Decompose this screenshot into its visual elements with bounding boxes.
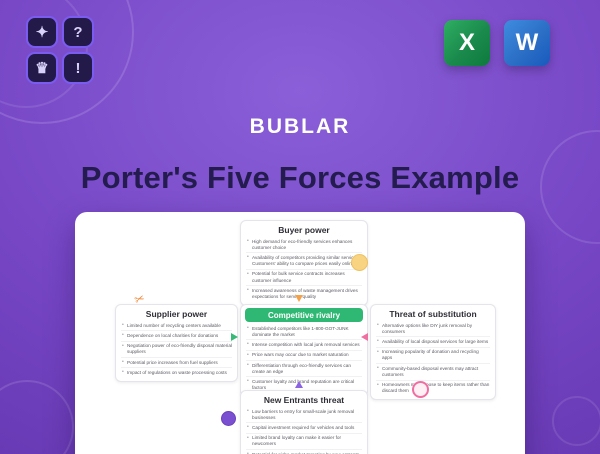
list-item: Increasing popularity of donation and re… [376, 346, 490, 363]
page-title: Porter's Five Forces Example [80, 160, 520, 195]
arrow-left-icon [361, 333, 368, 341]
list-item: Limited number of recycling centers avai… [121, 321, 232, 330]
node-supplier-power: Supplier power Limited number of recycli… [115, 304, 238, 382]
list-item: Availability of competitors providing si… [246, 252, 362, 268]
node-item-list: High demand for eco-friendly services en… [244, 237, 364, 302]
list-item: Differentiation through eco-friendly ser… [246, 360, 362, 376]
app-icons: X W [444, 20, 550, 66]
node-item-list: Low barriers to entry for small-scale ju… [244, 407, 364, 454]
node-title: New Entrants threat [263, 395, 345, 405]
list-item: Potential for bulk service contracts inc… [246, 268, 362, 285]
node-buyer-power: Buyer power High demand for eco-friendly… [240, 220, 368, 306]
node-new-entrants-threat: New Entrants threat Low barriers to entr… [240, 390, 368, 454]
list-item: Established competitors like 1-800-GOT-J… [246, 324, 362, 339]
node-title: Buyer power [278, 225, 330, 235]
exclamation-icon: ! [62, 52, 94, 84]
arrow-down-icon [295, 295, 303, 302]
node-item-list: Alternative options like DIY junk remova… [374, 321, 492, 396]
question-icon: ? [62, 16, 94, 48]
yellow-sticker-icon [351, 254, 368, 271]
bublar-logo[interactable]: ✦ ? ♛ ! [26, 16, 94, 84]
word-icon[interactable]: W [504, 20, 550, 66]
list-item: Customer loyalty and brand reputation ar… [246, 376, 362, 392]
list-item: Impact of regulations on waste processin… [121, 367, 232, 377]
list-item: Potential for niche market targeting by … [246, 449, 362, 454]
list-item: Dependence on local charities for donati… [121, 330, 232, 340]
brand-name: BUBLAR [249, 115, 351, 138]
list-item: Price wars may occur due to market satur… [246, 349, 362, 360]
excel-icon[interactable]: X [444, 20, 490, 66]
list-item: Negotiation power of eco-friendly dispos… [121, 340, 232, 357]
node-item-list: Limited number of recycling centers avai… [119, 321, 234, 378]
crown-icon: ♛ [26, 52, 58, 84]
list-item: Intense competition with local junk remo… [246, 339, 362, 349]
list-item: Increased awareness of waste management … [246, 285, 362, 301]
decorative-circle [0, 380, 74, 454]
list-item: Alternative options like DIY junk remova… [376, 321, 490, 336]
node-title: Competitive rivalry [245, 308, 363, 322]
pink-sticker-icon [412, 381, 429, 398]
node-item-list: Established competitors like 1-800-GOT-J… [244, 324, 364, 393]
list-item: Capital investment required for vehicles… [246, 422, 362, 432]
list-item: Availability of local disposal services … [376, 336, 490, 346]
list-item: Community-based disposal events may attr… [376, 363, 490, 379]
sparkle-icon: ✦ [26, 16, 58, 48]
node-title: Supplier power [145, 309, 208, 319]
node-competitive-rivalry: Competitive rivalry Established competit… [240, 304, 368, 397]
list-item: Limited brand loyalty can make it easier… [246, 432, 362, 449]
diagram-card: Buyer power High demand for eco-friendly… [75, 212, 525, 454]
list-item: Potential price increases from fuel supp… [121, 357, 232, 367]
purple-sticker-icon [221, 411, 236, 426]
arrow-up-icon [295, 381, 303, 388]
list-item: Low barriers to entry for small-scale ju… [246, 407, 362, 422]
node-title: Threat of substitution [389, 309, 477, 319]
node-threat-of-substitution: Threat of substitution Alternative optio… [370, 304, 496, 400]
decorative-circle [552, 396, 600, 446]
list-item: High demand for eco-friendly services en… [246, 237, 362, 252]
arrow-right-icon [231, 333, 238, 341]
list-item: Homeowners may choose to keep items rath… [376, 379, 490, 396]
